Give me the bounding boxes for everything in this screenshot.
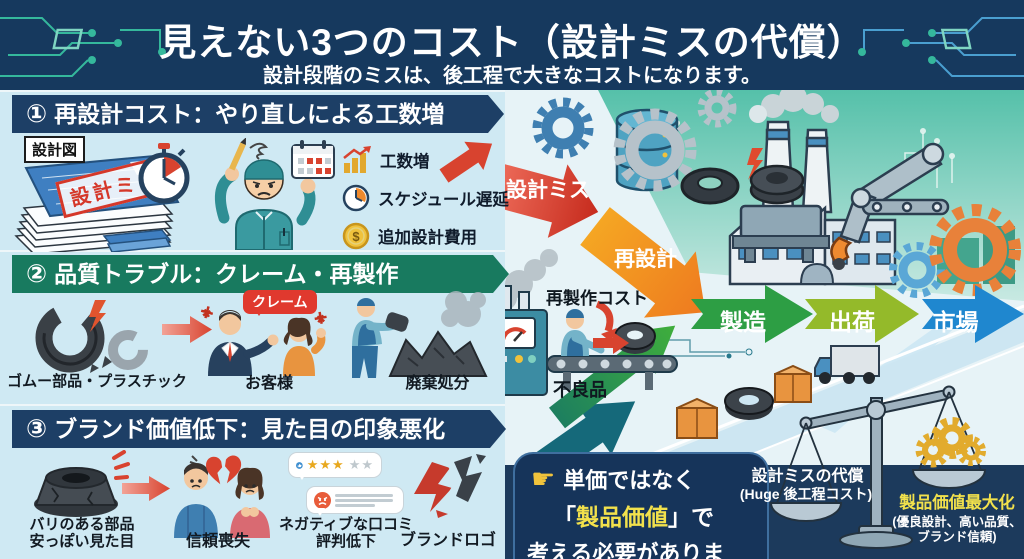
scale-right-sub2: ブランド信頼)	[917, 530, 997, 544]
tires-press-icon	[680, 148, 830, 263]
circuit-pattern-right	[858, 17, 1024, 77]
disposal-illustration	[352, 291, 488, 378]
design-miss-arrow	[505, 161, 599, 238]
header-banner: 見えない3つのコスト（設計ミスの代償） 設計段階のミスは、後工程で大きなコストに…	[0, 0, 1024, 90]
blueprint-label: 設計図	[24, 136, 86, 163]
defective-part-illustration	[34, 450, 130, 517]
claim-bubble: クレーム	[243, 290, 317, 316]
scale-right-sub1: (優良設計、高い品質、	[892, 515, 1022, 529]
stage-market: 市場	[932, 309, 979, 335]
pointer-icon: ☛	[531, 464, 556, 494]
remake-curve-arrow	[595, 300, 614, 333]
caption-review-line1: ネガティブな口コミ	[278, 516, 414, 533]
conclusion-line1: ☛ 単価ではなく	[531, 464, 696, 494]
section2-number: ②	[26, 260, 48, 288]
remake-cost-label: 再製作コスト	[546, 289, 648, 308]
star-rating-gold: ★★★	[306, 457, 345, 472]
bullet-manhours: 工数増	[342, 146, 509, 174]
review-bubble-negative	[306, 486, 404, 516]
robot-arm-icon	[830, 142, 950, 270]
stage-arrows	[691, 285, 1024, 343]
bullet-schedule: スケジュール遅延	[342, 184, 509, 212]
smoke-icon	[749, 88, 839, 123]
cost-bullet-list: 工数増 スケジュール遅延 $ 追加設計費用	[342, 146, 509, 260]
caption-part-line1: バリのある部品	[29, 516, 135, 533]
caption-part-line2: 安っぽい見た目	[29, 533, 135, 550]
stage-shipping: 出荷	[829, 309, 875, 335]
svg-text:$: $	[352, 229, 360, 244]
section1-title: 再設計コスト：やり直しによる工数増	[54, 101, 445, 127]
broken-parts-illustration	[35, 300, 148, 373]
factory-flow-scene	[505, 88, 1024, 559]
angry-face-icon	[314, 491, 331, 509]
circuit-pattern-left	[0, 17, 166, 77]
calendar-icon	[291, 140, 335, 179]
rise-arrow-icon	[439, 141, 493, 183]
section1-number: ①	[26, 100, 48, 128]
review-bubble-stars: ★★★★★	[288, 452, 382, 480]
section3-title: ブランド価値低下：見た目の印象悪化	[54, 416, 446, 442]
stopwatch-icon	[138, 143, 190, 204]
caption-parts: ゴムー部品・プラスチック	[7, 373, 187, 390]
balance-scale	[769, 385, 987, 549]
broken-logo-illustration	[414, 454, 486, 518]
broken-heart-icon	[206, 455, 242, 485]
bullet-schedule-label: スケジュール遅延	[378, 191, 509, 209]
section3-number: ③	[26, 415, 48, 443]
conclusion-line3: 考える必要があります。	[527, 541, 725, 559]
defect-label: 不良品	[553, 380, 607, 400]
customers-illustration	[200, 306, 327, 376]
bar-chart-icon	[343, 146, 371, 173]
clock-icon	[342, 184, 370, 212]
caption-logo: ブランドロゴ	[399, 532, 496, 549]
caption-customer: お客様	[244, 375, 293, 392]
truck-icon	[814, 345, 880, 384]
bullet-manhours-label: 工数増	[380, 153, 430, 171]
caption-review-line2: 評判低下	[315, 533, 376, 550]
arrow-right-icon-2	[122, 476, 170, 501]
scale-right-title: 製品価値最大化	[899, 494, 1015, 512]
conveyor-machine-icon	[505, 249, 678, 396]
design-miss-arrow-label: 設計ミス	[506, 179, 590, 202]
page-subtitle: 設計段階のミスは、後工程で大きなコストになります。	[263, 65, 761, 87]
bullet-extra-cost: $ 追加設計費用	[342, 222, 509, 250]
conclusion-line2: 「製品価値」で	[553, 504, 714, 530]
shipping-items-icon	[676, 345, 880, 439]
redesign-arrow-label: 再設計	[614, 248, 677, 271]
arrow-right-icon	[162, 316, 212, 343]
bullet-extra-cost-label: 追加設計費用	[378, 229, 477, 247]
caption-disposal: 廃棄処分	[405, 375, 470, 392]
page-title: 見えない3つのコスト（設計ミスの代償）	[159, 22, 865, 63]
scale-left-title: 設計ミスの代償	[751, 468, 864, 485]
stage-manufacturing: 製造	[720, 309, 766, 335]
redesign-arrow	[580, 207, 706, 318]
caption-trust: 信頼喪失	[185, 533, 250, 550]
gold-gears-icon	[915, 417, 986, 468]
thumbs-up-icon	[296, 461, 303, 469]
coin-icon: $	[342, 222, 370, 250]
section2-title: 品質トラブル：クレーム・再製作	[54, 261, 399, 287]
product-value-highlight: 製品価値	[576, 504, 668, 530]
scale-left-sub: (Huge 後工程コスト)	[739, 486, 873, 502]
star-rating-gray: ★★	[348, 457, 374, 472]
worker-illustration	[214, 138, 316, 250]
conclusion-panel: ☛ 単価ではなく 「製品価値」で 考える必要があります。	[513, 452, 769, 559]
couple-illustration	[174, 455, 270, 538]
